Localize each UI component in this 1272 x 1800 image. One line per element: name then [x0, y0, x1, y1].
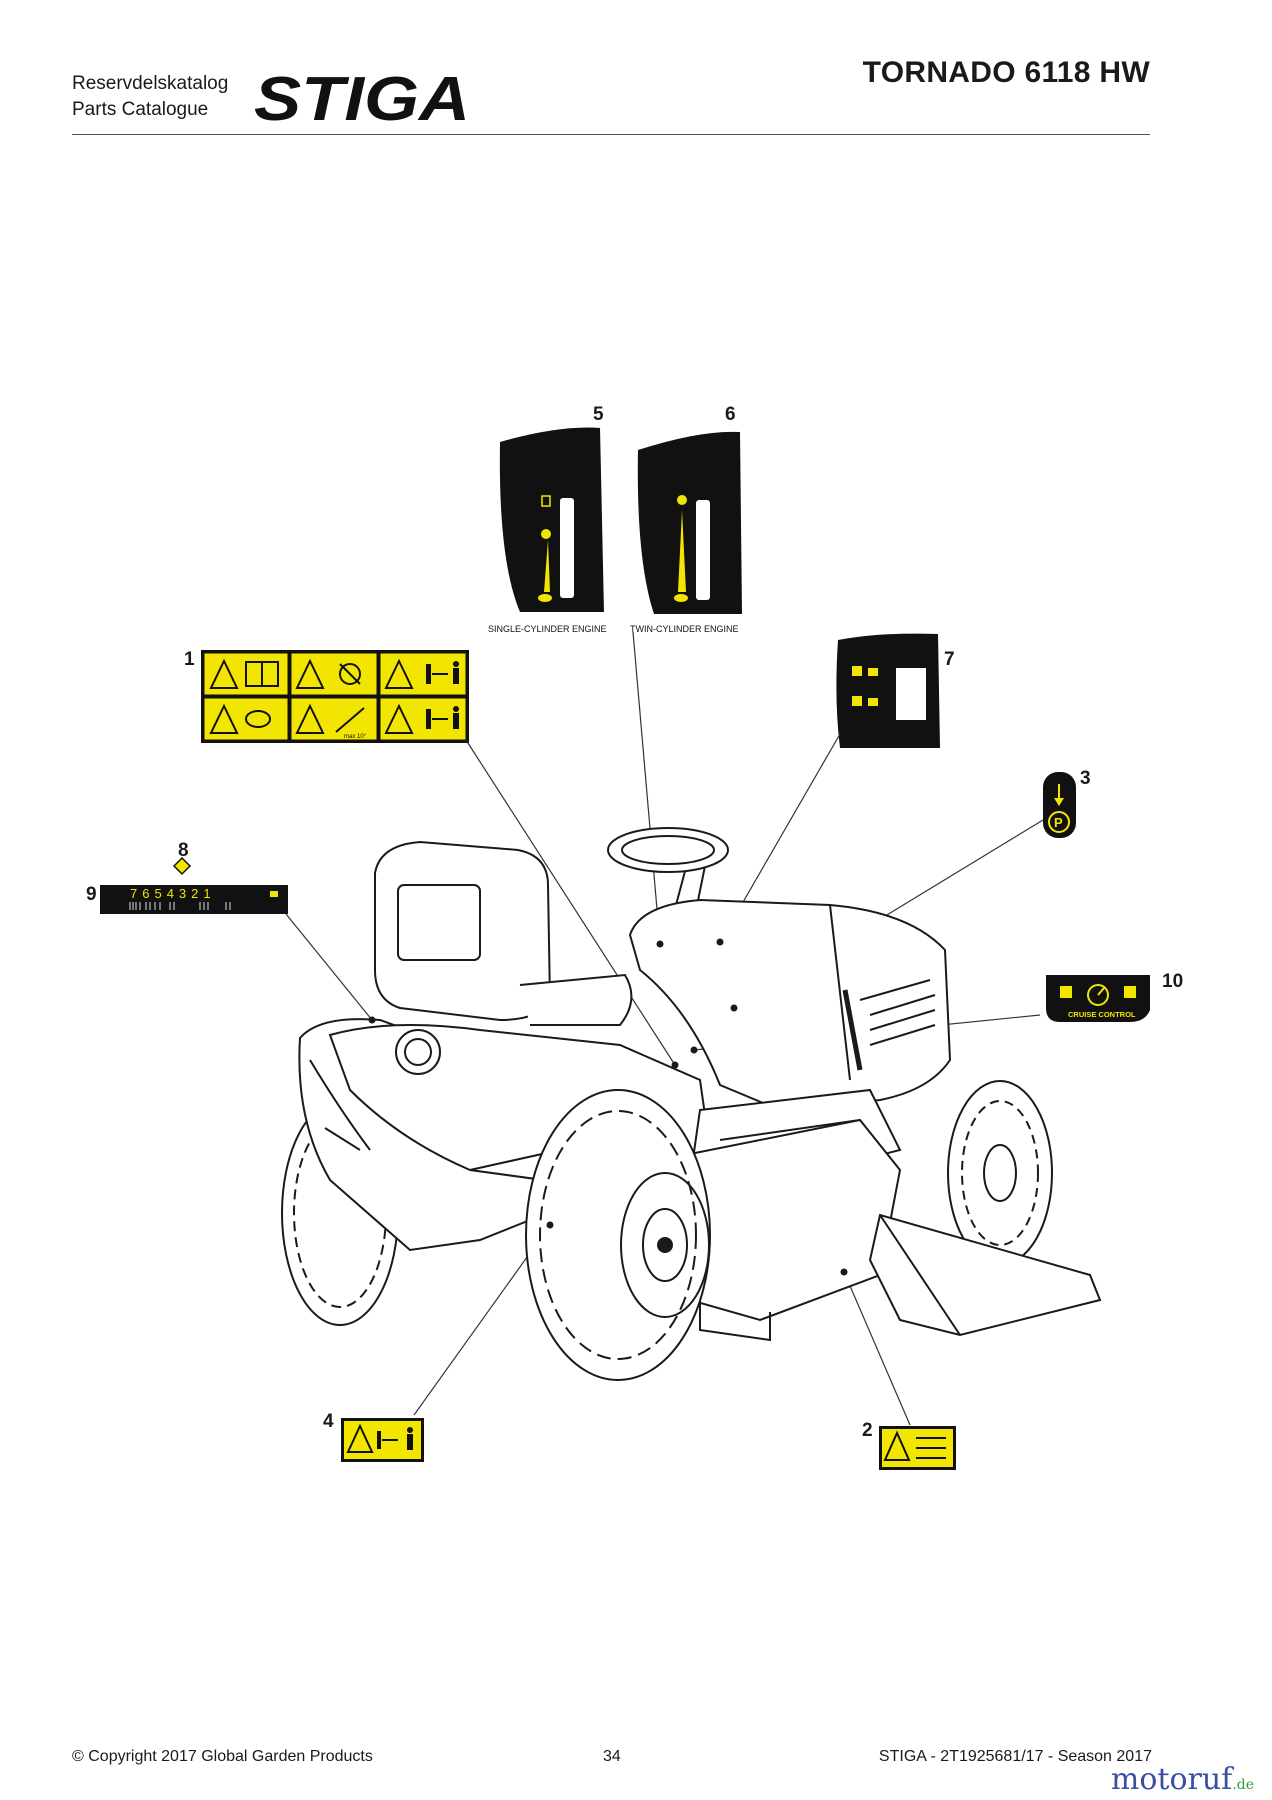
callout-8: 8	[178, 840, 189, 861]
svg-text:P: P	[1054, 815, 1063, 830]
decal-5-caption: SINGLE-CYLINDER ENGINE	[488, 624, 607, 634]
callout-9: 9	[86, 884, 97, 905]
decal-8-marker	[172, 856, 192, 876]
callout-10: 10	[1162, 971, 1184, 992]
decal-10-cruise-control: CRUISE CONTROL	[1046, 975, 1150, 1022]
callout-7: 7	[944, 649, 955, 670]
watermark-tld: .de	[1232, 1777, 1254, 1793]
footer-copyright: © Copyright 2017 Global Garden Products	[72, 1748, 373, 1765]
decal-9-serial-label: 7654321	[100, 885, 288, 914]
lawn-tractor-illustration	[281, 827, 1102, 1381]
callout-2: 2	[862, 1420, 873, 1441]
catalog-label-swedish: Reservdelskatalog	[72, 73, 229, 94]
decal-3-parking-brake: P	[1043, 772, 1076, 838]
model-title: TORNADO 6118 HW	[862, 56, 1150, 89]
decal-10-caption: CRUISE CONTROL	[1068, 1010, 1136, 1019]
catalog-label-english: Parts Catalogue	[72, 99, 209, 120]
stiga-logo: STIGA	[254, 66, 470, 126]
decal-5-throttle-single: SINGLE-CYLINDER ENGINE	[488, 427, 607, 634]
callout-5: 5	[593, 404, 604, 425]
decal-1-slope-text: max 10°	[344, 734, 367, 740]
decal-7-control-panel	[836, 633, 940, 748]
decal-2-deck-warning	[879, 1426, 956, 1470]
logo-wordmark: STIGA	[254, 66, 470, 126]
callout-6: 6	[725, 404, 736, 425]
footer-page-number: 34	[603, 1748, 621, 1765]
decal-9-serial-number: 7654321	[130, 886, 216, 901]
decal-6-throttle-twin: TWIN-CYLINDER ENGINE	[630, 431, 742, 634]
header-rule	[72, 134, 1150, 135]
footer-doc-ref: STIGA - 2T1925681/17 - Season 2017	[878, 1748, 1152, 1765]
decal-1-safety-label: max 10°	[201, 650, 469, 743]
leader-dots	[368, 938, 848, 1276]
callout-3: 3	[1080, 768, 1091, 789]
callout-4: 4	[323, 1411, 334, 1432]
callout-1: 1	[184, 649, 195, 670]
watermark: motoruf.de	[1111, 1762, 1254, 1797]
watermark-name: motoruf	[1110, 1762, 1233, 1797]
decal-4-blade-warning	[341, 1418, 424, 1462]
decal-6-caption: TWIN-CYLINDER ENGINE	[630, 624, 739, 634]
